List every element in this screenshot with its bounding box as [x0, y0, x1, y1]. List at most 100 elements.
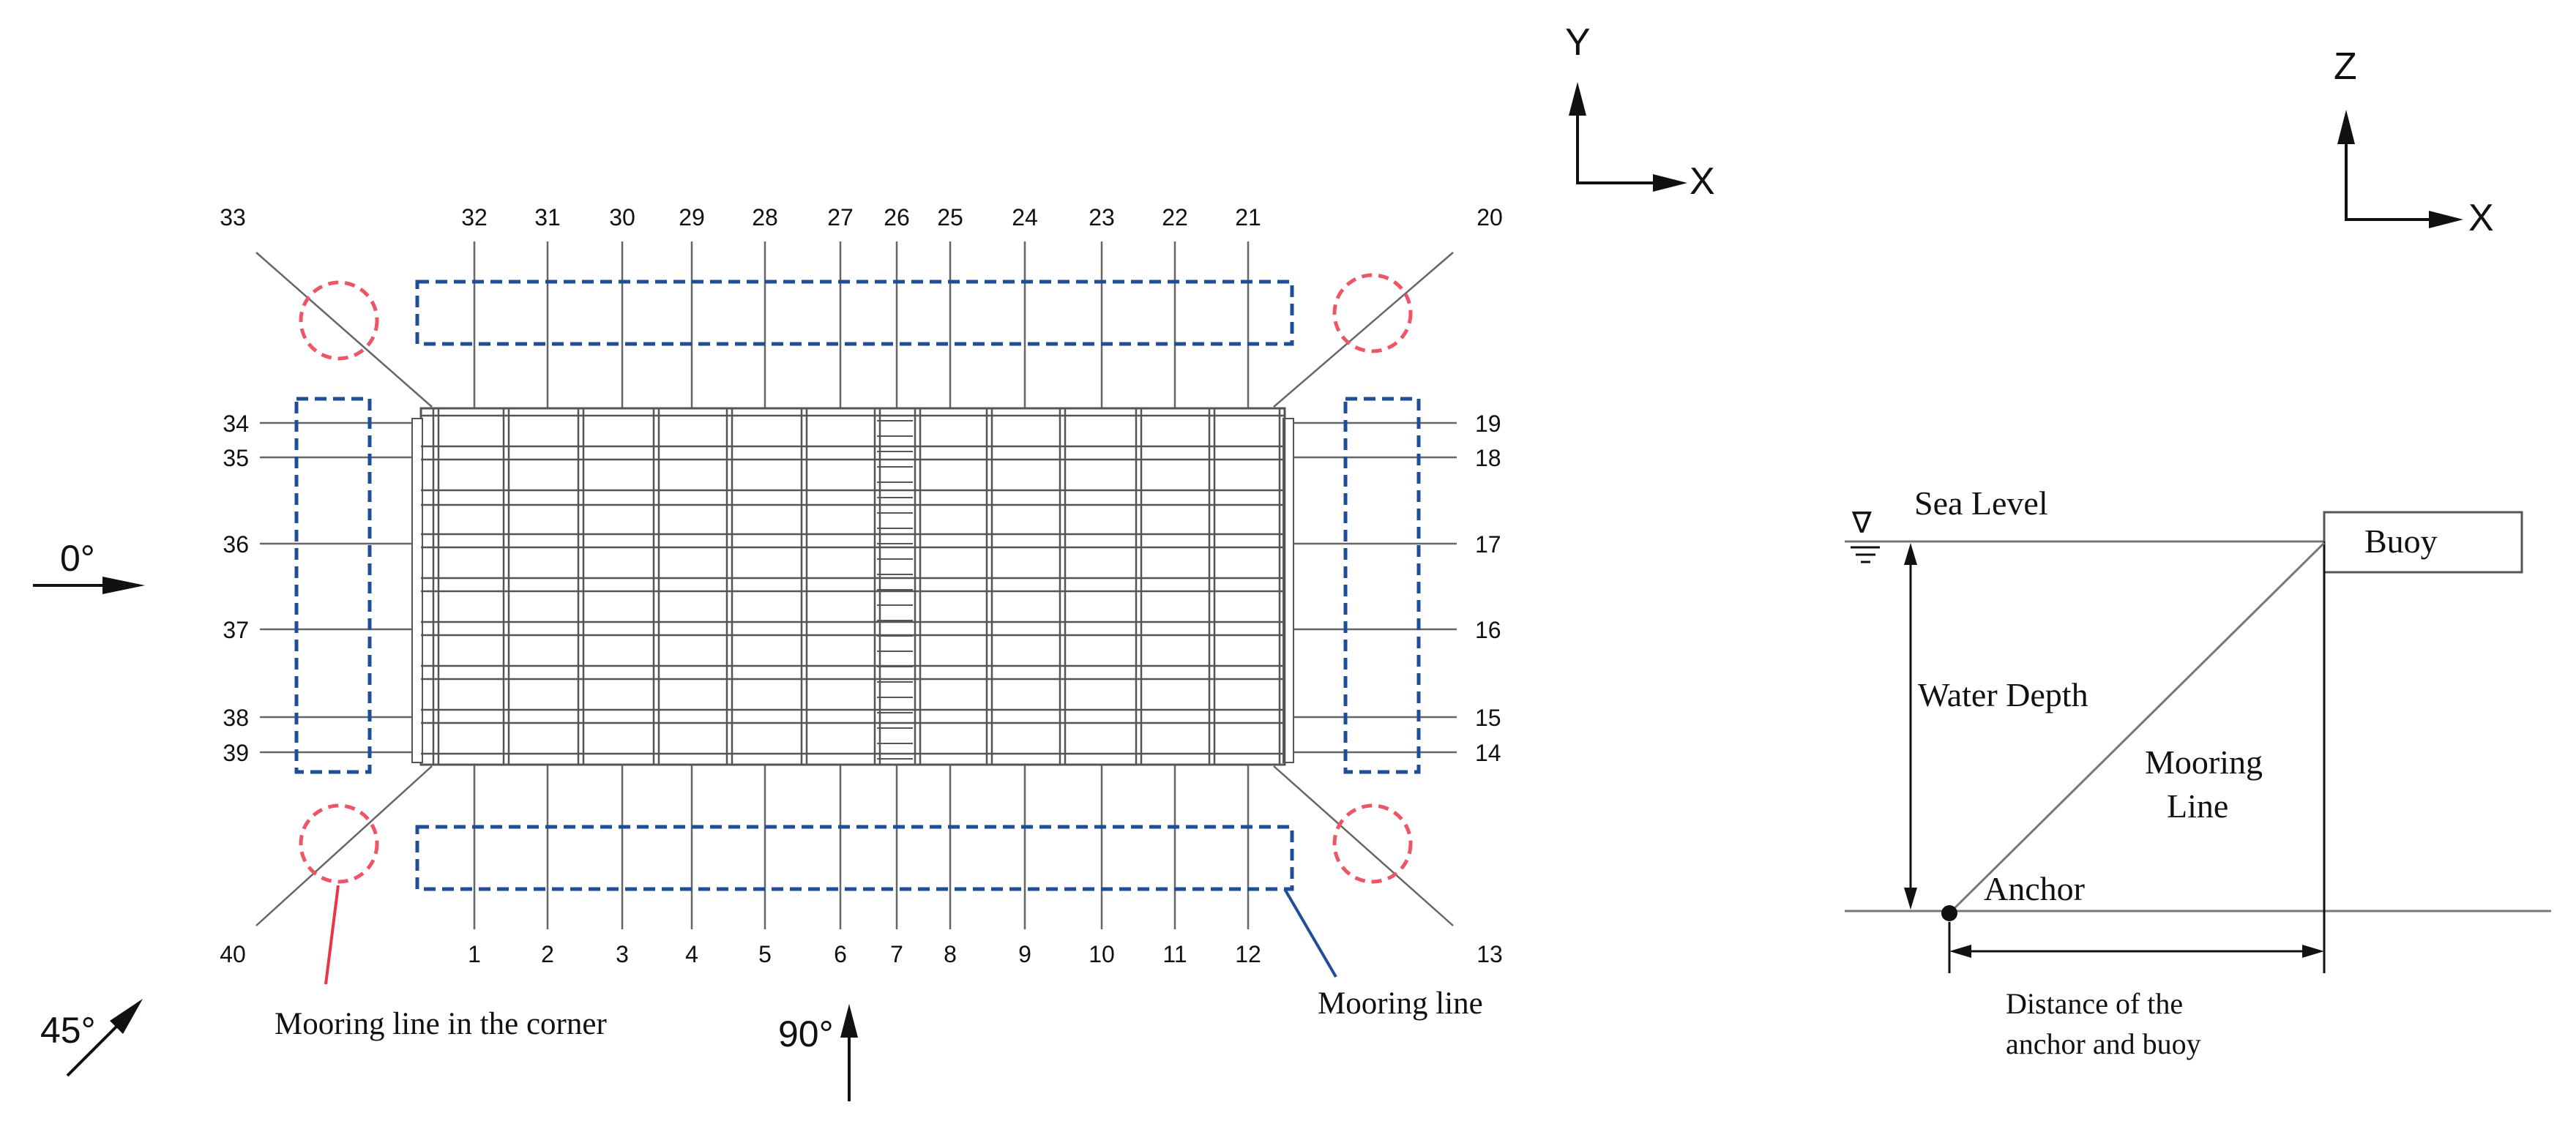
- plan-y-arrow-head: [1569, 82, 1586, 116]
- corner-mooring-markers: [299, 273, 1413, 884]
- direction-0-arrow-head: [102, 577, 145, 594]
- corner-mooring-line: [255, 252, 433, 408]
- elevation-view: Z X Sea Level ∇ Buoy Mooring Line Anchor: [1845, 45, 2551, 1060]
- mooring-line-number-bottom: 9: [1018, 941, 1031, 967]
- mooring-line-number-top: 26: [884, 204, 910, 230]
- elevation-axes: Z X: [2334, 45, 2494, 239]
- mooring-line-number-top: 32: [461, 204, 488, 230]
- corner-mooring-line: [255, 765, 433, 926]
- mooring-line-label-2: Line: [2167, 787, 2228, 825]
- mooring-line-number-bottom: 4: [685, 941, 698, 967]
- mooring-line-number-corner: 40: [220, 941, 246, 967]
- mooring-line-number-left: 34: [223, 411, 249, 437]
- mooring-line-number-left: 36: [223, 531, 249, 558]
- mooring-line-number-bottom: 2: [541, 941, 554, 967]
- water-depth-label: Water Depth: [1918, 676, 2088, 713]
- water-depth-arrow-top: [1904, 543, 1917, 565]
- mooring-line-number-top: 27: [827, 204, 854, 230]
- mooring-line-number-right: 18: [1475, 445, 1501, 471]
- mooring-line-number-left: 35: [223, 445, 249, 471]
- bottom-mooring-group-box: [415, 825, 1294, 891]
- plan-x-arrow-head: [1653, 174, 1687, 192]
- water-depth-arrow-bottom: [1904, 888, 1917, 910]
- elevation-mooring-line: [1948, 541, 2326, 915]
- elev-x-arrow-head: [2429, 211, 2463, 228]
- mooring-line-number-top: 30: [609, 204, 635, 230]
- mooring-line-number-top: 24: [1012, 204, 1038, 230]
- mooring-line-number-bottom: 3: [616, 941, 629, 967]
- plan-y-label: Y: [1565, 21, 1591, 64]
- side-mooring-legend: Mooring line: [1318, 986, 1483, 1021]
- corner-mooring-legend: Mooring line in the corner: [275, 1007, 607, 1041]
- mooring-line-number-bottom: 7: [890, 941, 903, 967]
- sea-level-label: Sea Level: [1914, 484, 2048, 522]
- mooring-line-number-right: 17: [1475, 531, 1501, 558]
- corner-leader-line: [324, 885, 340, 985]
- mooring-line-number-left: 39: [223, 740, 249, 766]
- mooring-line-number-right: 19: [1475, 411, 1501, 437]
- mooring-line-number-bottom: 11: [1162, 941, 1187, 967]
- direction-45-arrow-shaft: [66, 1023, 120, 1077]
- corner-circle-top-left: [299, 280, 379, 361]
- mooring-line-number-top: 22: [1162, 204, 1188, 230]
- side-mooring-groups: [294, 280, 1421, 891]
- platform-end-strip: [411, 418, 423, 763]
- corner-mooring-line: [1273, 252, 1454, 408]
- left-mooring-group-box: [294, 397, 372, 774]
- mooring-lines: [255, 241, 1457, 929]
- mooring-line-number-bottom: 10: [1089, 941, 1115, 967]
- mooring-line-number-bottom: 8: [944, 941, 957, 967]
- water-triangle-icon: ∇: [1851, 507, 1872, 539]
- mooring-line-number-bottom: 5: [758, 941, 772, 967]
- mooring-line-number-top: 28: [752, 204, 778, 230]
- mooring-line-number-corner: 33: [220, 204, 246, 230]
- corner-mooring-line: [1273, 765, 1454, 926]
- mooring-line-number-top: 25: [937, 204, 963, 230]
- buoy-label: Buoy: [2364, 522, 2438, 560]
- wave-direction-0: 0°: [33, 538, 145, 594]
- mooring-line-number-corner: 13: [1476, 941, 1503, 967]
- direction-90-label: 90°: [778, 1013, 834, 1054]
- platform-frame: [419, 407, 1286, 766]
- direction-0-label: 0°: [60, 538, 95, 579]
- plan-x-label: X: [1690, 160, 1715, 203]
- distance-arrow-right: [2302, 945, 2324, 958]
- direction-45-arrow-head: [110, 999, 143, 1034]
- anchor-icon: [1941, 905, 1957, 921]
- mooring-line-number-top: 29: [679, 204, 705, 230]
- mooring-line-number-bottom: 6: [834, 941, 847, 967]
- mooring-line-number-bottom: 12: [1235, 941, 1261, 967]
- distance-dimension: Distance of the anchor and buoy: [1948, 922, 2324, 1060]
- corner-circle-bottom-left: [299, 803, 379, 884]
- plan-axes: Y X: [1565, 21, 1715, 203]
- mooring-line-number-left: 38: [223, 705, 249, 731]
- distance-label-2: anchor and buoy: [2006, 1027, 2201, 1060]
- mooring-line-number-top: 31: [534, 204, 561, 230]
- distance-label-1: Distance of the: [2006, 987, 2183, 1020]
- buoy: [2323, 511, 2523, 574]
- direction-90-arrow-head: [840, 1004, 858, 1038]
- mooring-line-number-bottom: 1: [468, 941, 481, 967]
- corner-circle-bottom-right: [1332, 803, 1413, 884]
- mooring-line-number-left: 37: [223, 617, 249, 643]
- anchor-label: Anchor: [1984, 870, 2085, 907]
- water-depth-dimension: Water Depth: [1904, 543, 2088, 910]
- mooring-line-number-top: 23: [1089, 204, 1115, 230]
- mooring-line-number-right: 16: [1475, 617, 1501, 643]
- water-surface-symbol: ∇: [1851, 507, 1880, 563]
- elev-z-arrow-head: [2337, 110, 2355, 144]
- direction-45-label: 45°: [40, 1010, 96, 1051]
- floating-platform: [411, 407, 1294, 766]
- wave-direction-45: 45°: [40, 999, 143, 1077]
- mooring-line-number-right: 15: [1475, 705, 1501, 731]
- corner-circle-top-right: [1332, 273, 1413, 353]
- mooring-line-number-top: 21: [1235, 204, 1261, 230]
- elev-x-label: X: [2468, 197, 2494, 239]
- right-mooring-group-box: [1343, 397, 1421, 774]
- distance-arrow-left: [1949, 945, 1971, 958]
- elev-z-label: Z: [2334, 45, 2357, 88]
- wave-direction-90: 90°: [778, 1004, 858, 1101]
